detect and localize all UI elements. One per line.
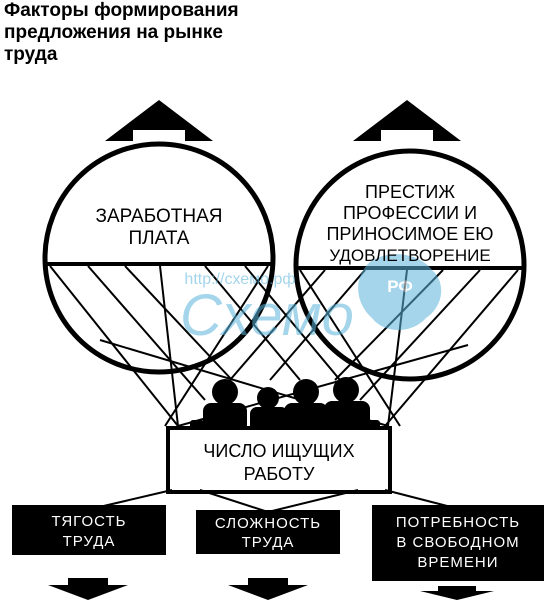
weight-strings [94, 489, 456, 513]
weight-2-line-2: ТРУДА [242, 534, 295, 551]
watermark-badge: РФ [387, 277, 413, 296]
up-arrow-left-icon [105, 100, 213, 141]
basket-line-1: ЧИСЛО ИЩУЩИХ [203, 441, 354, 461]
balloon-right-line-3: ПРИНОСИМОЕ ЕЮ [326, 224, 493, 244]
weight-3-line-2: В СВОБОДНОМ [396, 534, 519, 551]
watermark-word: Схемо [180, 283, 354, 348]
balloon-left-line-2: ПЛАТА [129, 228, 190, 249]
up-arrow-right-icon [353, 100, 461, 141]
balloon-left [42, 141, 276, 375]
balloon-right-line-2: ПРОФЕССИИ И [343, 203, 477, 223]
weight-1-line-2: ТРУДА [63, 533, 116, 550]
basket-line-2: РАБОТУ [244, 464, 315, 484]
weight-box-1 [12, 505, 166, 555]
watermark-url: http://схемо.рф [184, 271, 295, 288]
weight-2-line-1: СЛОЖНОСТЬ [215, 515, 321, 532]
title-line-1: Факторы формирования [4, 0, 239, 21]
weight-3-line-3: ВРЕМЕНИ [417, 554, 498, 571]
down-arrow-1-icon [48, 578, 128, 600]
weight-box-3 [372, 505, 544, 581]
people-silhouettes-icon [190, 377, 380, 433]
watermark: РФ http://схемо.рф Схемо [180, 254, 442, 348]
down-arrow-3-icon [420, 586, 494, 600]
balloon-left-line-1: ЗАРАБОТНАЯ [96, 206, 223, 227]
basket-box [166, 426, 392, 494]
weight-3-line-1: ПОТРЕБНОСТЬ [396, 514, 520, 531]
watermark-blob-icon [358, 254, 442, 330]
title-line-2: предложения на рынке [4, 22, 223, 43]
down-arrow-2-icon [228, 578, 308, 600]
diagram-title: Факторы формирования предложения на рынк… [4, 0, 304, 66]
balloon-right-line-1: ПРЕСТИЖ [365, 182, 455, 202]
weight-1-line-1: ТЯГОСТЬ [52, 513, 127, 530]
balloon-right-line-4: УДОВЛЕТВОРЕНИЕ [329, 246, 490, 265]
title-line-3: труда [4, 44, 58, 65]
weight-box-2 [196, 510, 340, 554]
